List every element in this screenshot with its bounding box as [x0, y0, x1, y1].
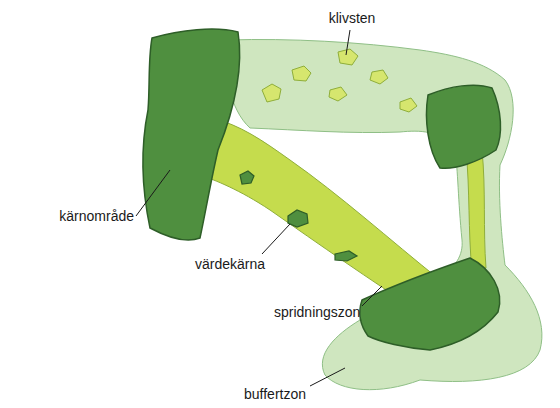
callout-label: kärnområde [59, 208, 134, 225]
buffer-zone [226, 39, 542, 389]
core-area [143, 29, 501, 350]
value-core [240, 171, 357, 261]
stepping-stones [262, 49, 417, 112]
leader-line [136, 30, 382, 386]
corridor [466, 150, 486, 272]
callout-label: klivsten [329, 10, 376, 27]
callout-label: värdekärna [195, 256, 265, 273]
callout-label: buffertzon [244, 386, 306, 403]
callout-label: spridningszon [274, 304, 360, 321]
